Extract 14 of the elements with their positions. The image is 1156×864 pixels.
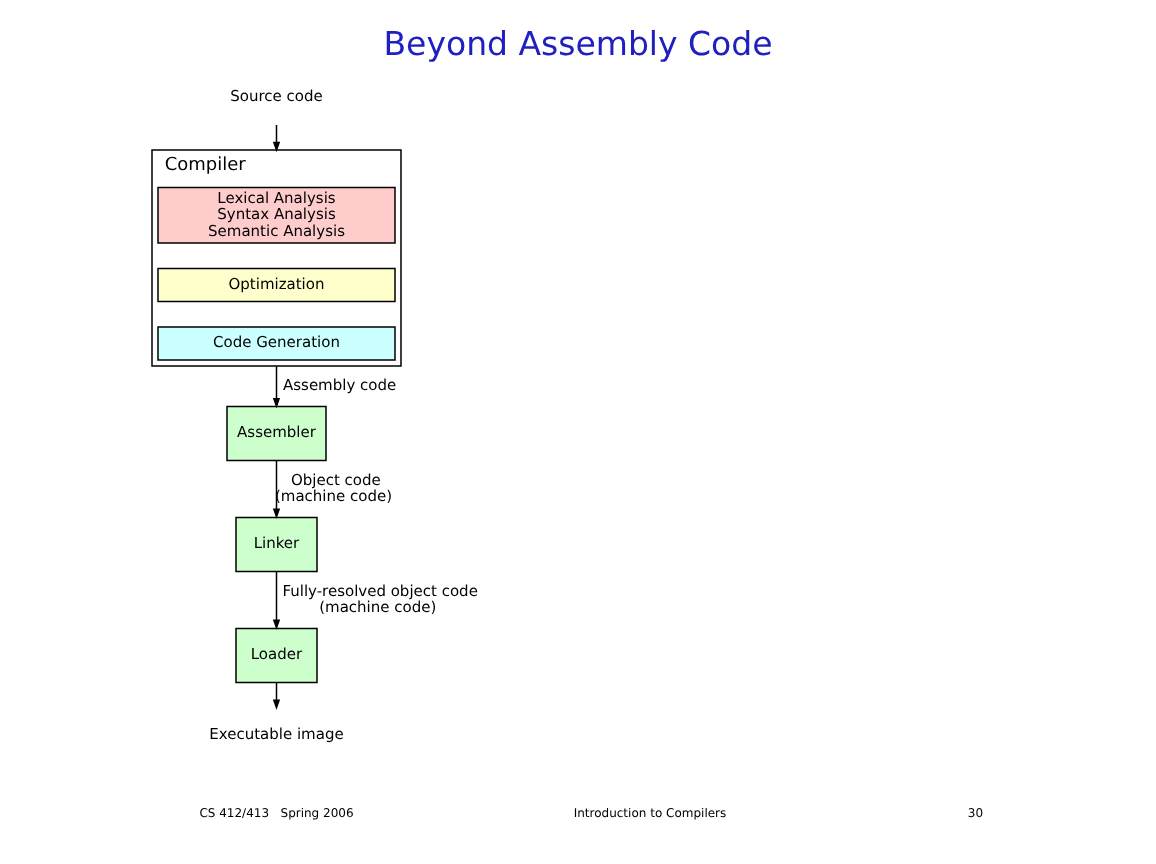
edge-label: Fully-resolved object code (machine code) [282, 581, 478, 616]
node-box: Code Generation [157, 326, 396, 361]
diagram-title: Beyond Assembly Code [383, 24, 773, 63]
edge-label: Object code (machine code) [274, 470, 393, 505]
arrow [272, 365, 281, 409]
node-text: Source code [230, 87, 323, 106]
node-box: Linker [235, 516, 318, 573]
node-box: Lexical Analysis Syntax Analysis Semantic Analysis [157, 186, 396, 244]
node-box: Loader [235, 627, 318, 684]
edge-label: Assembly code [282, 376, 397, 394]
node-text: Executable image [209, 724, 344, 743]
node-box: Assembler [226, 405, 327, 462]
node-box: Optimization [157, 267, 396, 303]
arrow [272, 570, 281, 631]
